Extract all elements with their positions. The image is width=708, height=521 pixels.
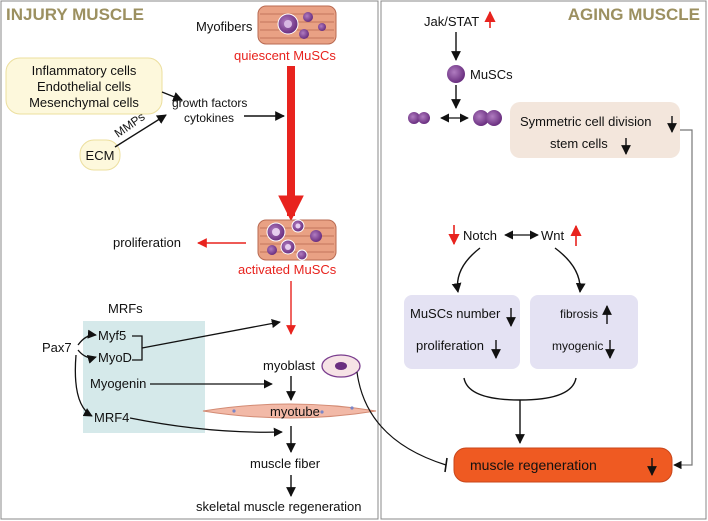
- myofiber-bundle-activated: [257, 219, 337, 261]
- pax7-to-myod-arrow: [77, 349, 97, 364]
- activated-muscs-label: activated MuSCs: [238, 262, 337, 277]
- myogenin-label: Myogenin: [90, 376, 146, 391]
- skeletal-regeneration-label: skeletal muscle regeneration: [196, 499, 361, 514]
- muscs-number-box: [404, 295, 520, 369]
- ecm-to-factors-arrow: [114, 114, 167, 148]
- muscle-regeneration-label: muscle regeneration: [470, 457, 597, 473]
- inhibition-bar: [444, 457, 448, 473]
- wnt-to-fibrosis-arrow: [554, 247, 586, 293]
- myoblast-inhibition-line: [356, 371, 447, 466]
- muscle-fiber-label: muscle fiber: [250, 456, 321, 471]
- symmetric-division-label: Symmetric cell division: [520, 114, 651, 129]
- mrf4-arrow: [129, 417, 283, 437]
- myotube-label: myotube: [270, 404, 320, 419]
- muscs-cell: [447, 65, 465, 83]
- box-proliferation-label: proliferation: [416, 338, 484, 353]
- source-cell-label: Mesenchymal cells: [29, 95, 139, 110]
- pax7-label: Pax7: [42, 340, 72, 355]
- source-cell-label: Endothelial cells: [37, 79, 131, 94]
- pax7-to-myf5-arrow: [77, 329, 97, 346]
- ecm-label: ECM: [86, 148, 115, 163]
- myoblast-label: myoblast: [263, 358, 315, 373]
- symmetric-to-regeneration-arrow: [673, 129, 693, 470]
- mrf4-label: MRF4: [94, 410, 129, 425]
- fibrosis-label: fibrosis: [560, 307, 598, 321]
- myogenic-label: myogenic: [552, 339, 603, 353]
- injury-title: INJURY MUSCLE: [6, 5, 144, 24]
- myofibers-label: Myofibers: [196, 19, 253, 34]
- wnt-label: Wnt: [541, 228, 565, 243]
- muscs-label: MuSCs: [470, 67, 513, 82]
- aging-panel: [380, 0, 707, 520]
- aging-title: AGING MUSCLE: [568, 5, 700, 24]
- myoblast-cell: [321, 354, 361, 378]
- myf5-myod-arrow: [141, 319, 281, 349]
- myod-label: MyoD: [98, 350, 132, 365]
- myofiber-bundle-quiescent: [257, 5, 337, 45]
- ecm-box: [79, 139, 121, 171]
- myf5-label: Myf5: [98, 328, 126, 343]
- cells-to-factors-arrow: [161, 91, 183, 102]
- dividing-cells-left: [408, 112, 430, 124]
- source-cell-label: Inflammatory cells: [32, 63, 137, 78]
- mrfs-label: MRFs: [108, 301, 143, 316]
- stem-cells-label: stem cells: [550, 136, 608, 151]
- symmetric-division-box: [510, 102, 680, 158]
- dividing-cells-right: [473, 110, 502, 126]
- muscle-regeneration-box: [453, 447, 673, 483]
- cytokines-label: cytokines: [184, 111, 234, 125]
- pax7-to-mrf4-arrow: [74, 354, 93, 417]
- source-cells-box: [5, 57, 163, 115]
- growth-factors-label: growth factors: [172, 96, 247, 110]
- muscs-number-label: MuSCs number: [410, 306, 501, 321]
- notch-to-muscs-number-arrow: [451, 247, 481, 293]
- myotube-shape: [202, 403, 377, 419]
- notch-label: Notch: [463, 228, 497, 243]
- jakstat-label: Jak/STAT: [424, 14, 479, 29]
- proliferation-label: proliferation: [113, 235, 181, 250]
- quiescent-muscs-label: quiescent MuSCs: [234, 48, 336, 63]
